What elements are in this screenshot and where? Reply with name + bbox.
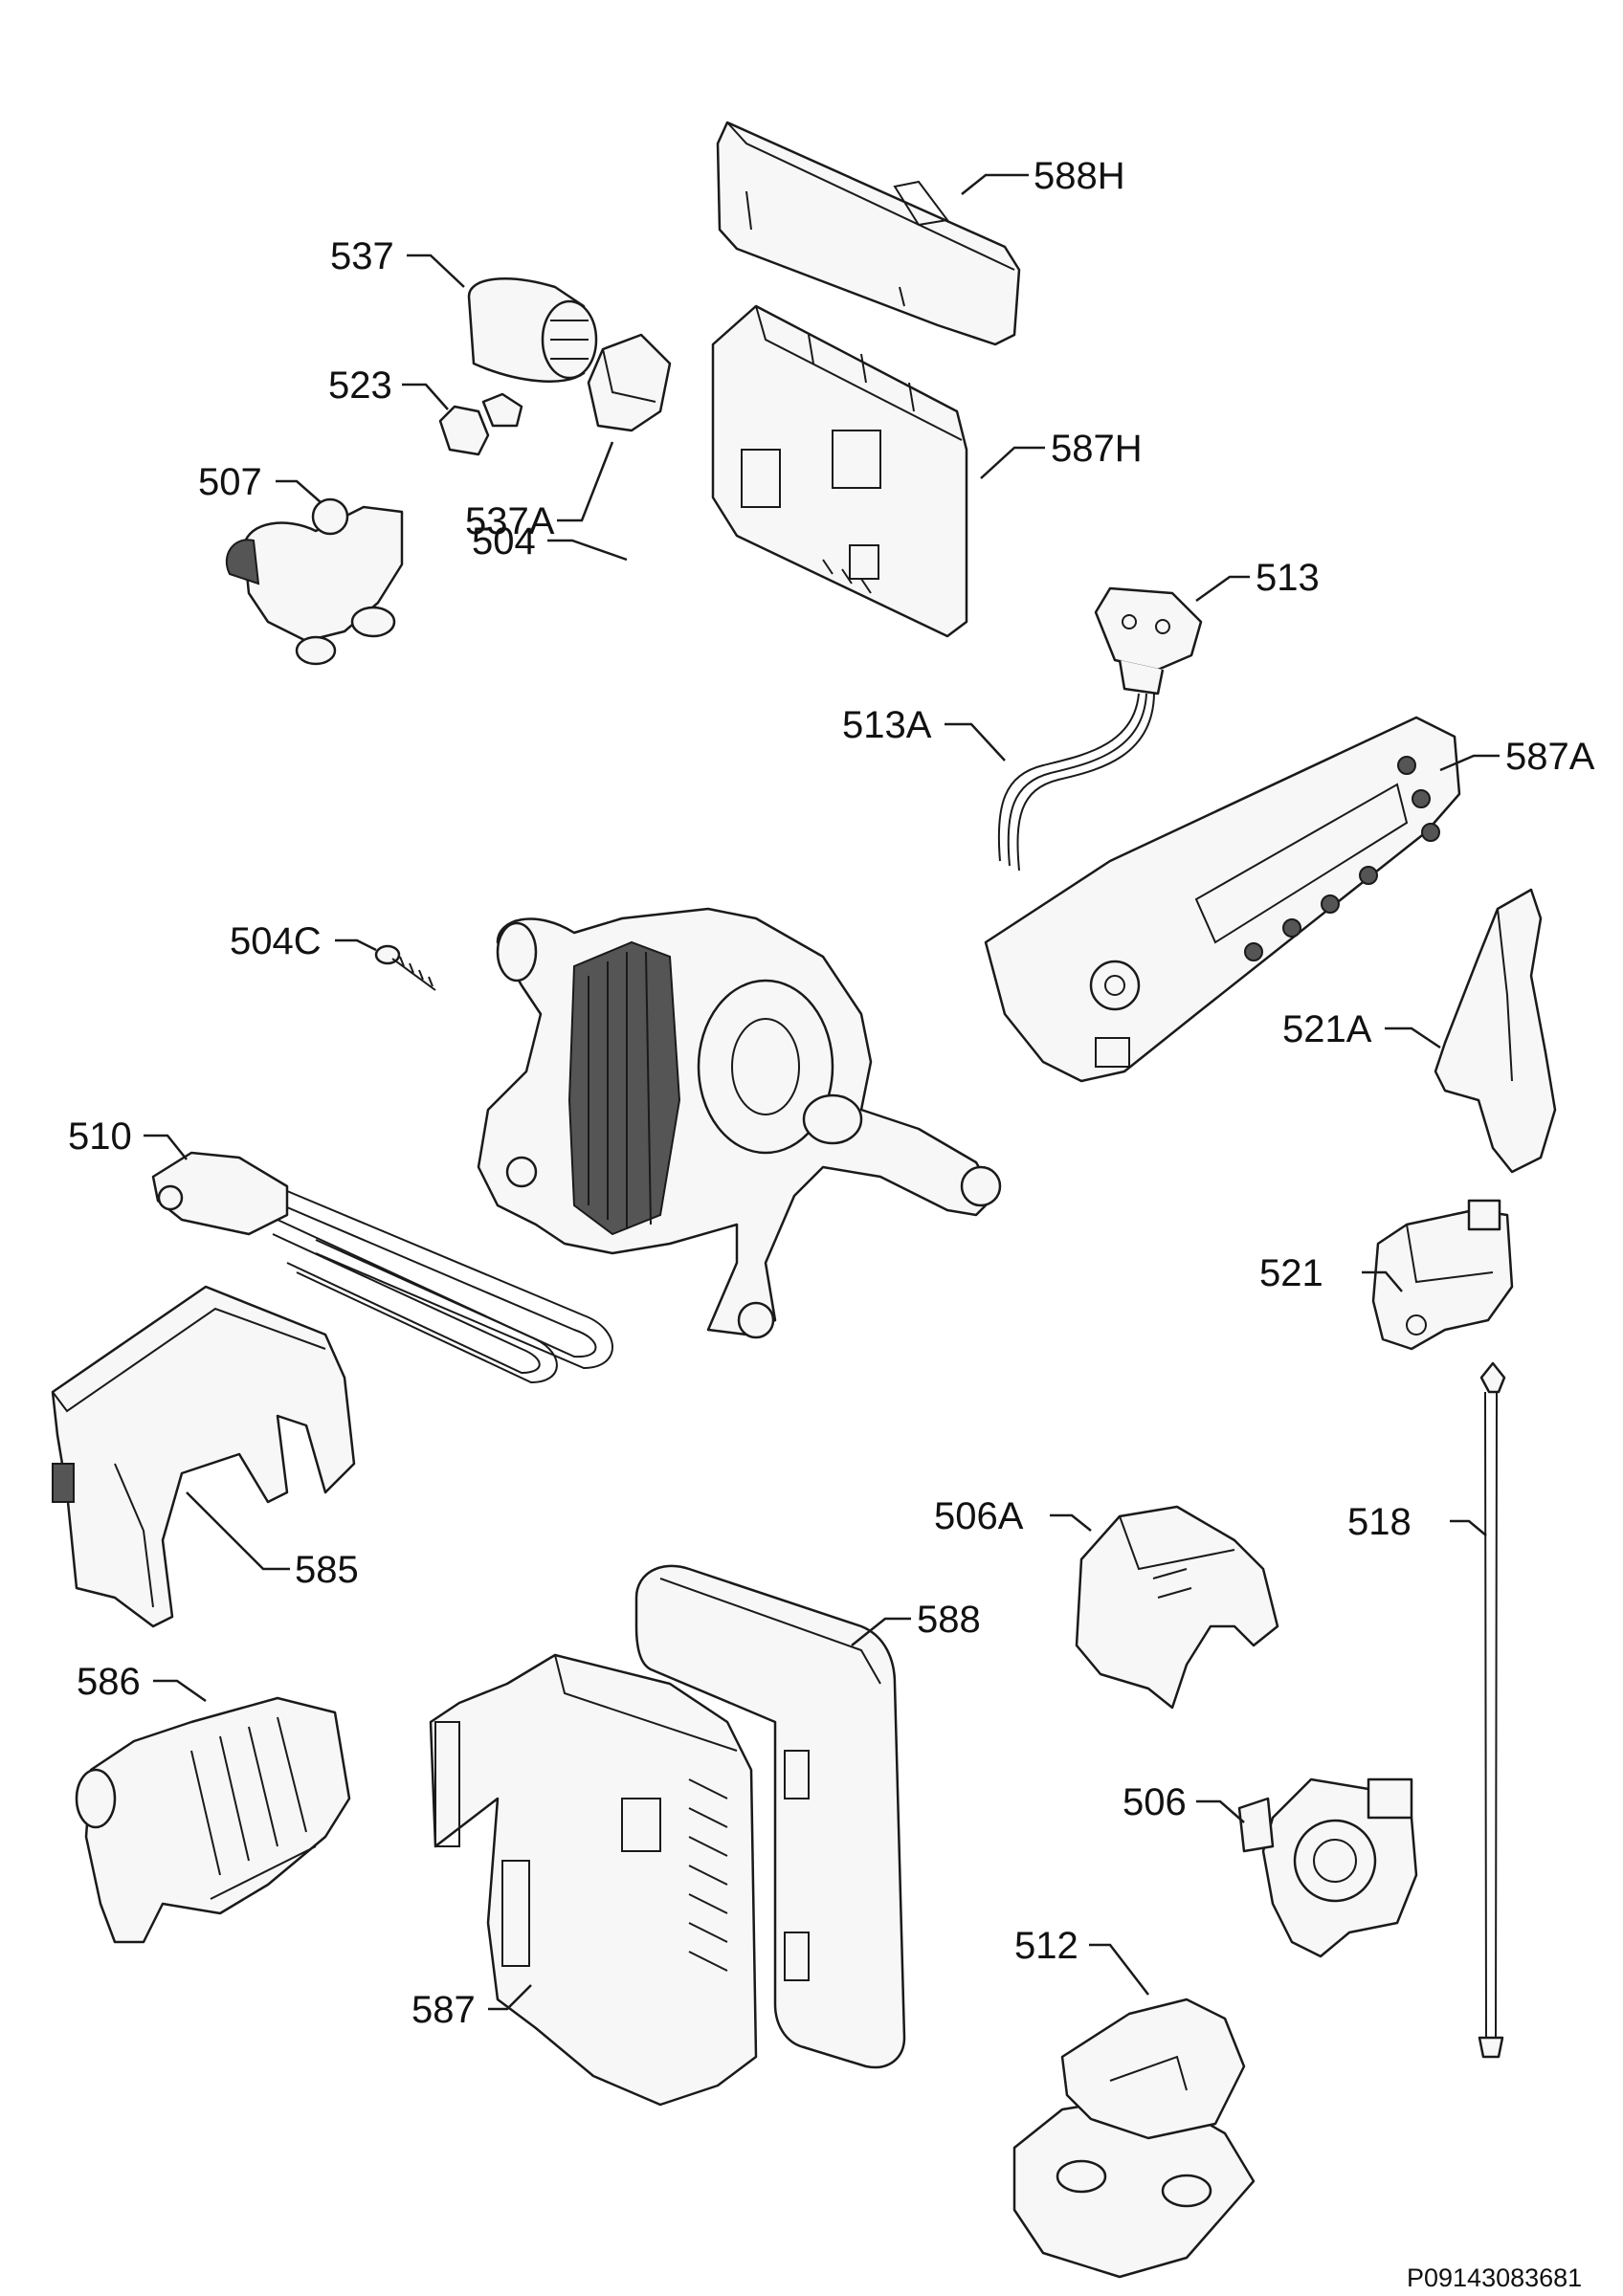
callout-labels: 588H 537 523 537A 587H 507 513 513A 587A… (68, 155, 1595, 2031)
leader-521A (1385, 1027, 1441, 1049)
leader-537 (407, 254, 465, 288)
part-588H-board-cover (716, 121, 1021, 346)
part-587A-display-board (984, 716, 1461, 1083)
part-585-cover (51, 1285, 356, 1628)
part-504C-screw (374, 944, 436, 991)
label-523: 523 (328, 364, 392, 407)
part-586-filter-module (75, 1696, 351, 1944)
leader-537A (557, 441, 614, 522)
leader-587 (488, 1984, 532, 2011)
leader-585 (186, 1491, 290, 1571)
leader-523 (402, 383, 449, 410)
leader-518 (1450, 1519, 1487, 1536)
label-507: 507 (198, 461, 262, 503)
part-587-main-board (429, 1653, 758, 2107)
leader-506 (1196, 1799, 1245, 1823)
label-513: 513 (1256, 557, 1320, 599)
label-587H: 587H (1051, 428, 1143, 470)
leader-587A (1439, 754, 1500, 772)
part-506A-pump-cover (1075, 1505, 1279, 1710)
label-512: 512 (1014, 1925, 1078, 1967)
part-510-heating-element (151, 1151, 613, 1384)
part-521-door-lock (1371, 1199, 1514, 1351)
label-587: 587 (411, 1989, 476, 2031)
leader-513 (1195, 575, 1250, 603)
part-537A-capacitor-bracket (587, 333, 672, 432)
label-537A: 537A (465, 500, 555, 542)
leader-506A (1050, 1513, 1092, 1532)
part-513A-wire (997, 693, 1155, 872)
leader-lines (144, 173, 1500, 2011)
reference-code: P09143083681 (1407, 2263, 1582, 2292)
part-587H-control-board (711, 304, 968, 638)
label-587A: 587A (1505, 736, 1595, 778)
leader-507 (276, 479, 322, 503)
label-521A: 521A (1282, 1008, 1372, 1050)
label-504C: 504C (230, 920, 322, 962)
leader-587H (980, 446, 1045, 479)
part-513-sensor (1094, 586, 1203, 695)
part-588-board-cover (634, 1564, 906, 2069)
leader-512 (1089, 1943, 1149, 1996)
part-518-rod (1478, 1361, 1506, 2059)
part-507-inlet-valve (225, 497, 404, 666)
label-506A: 506A (934, 1495, 1024, 1537)
label-537: 537 (330, 235, 394, 277)
leader-504 (547, 539, 628, 562)
leader-586 (153, 1679, 207, 1703)
label-518: 518 (1347, 1501, 1412, 1543)
label-588: 588 (917, 1599, 981, 1641)
label-513A: 513A (842, 704, 932, 746)
part-512-lock (1012, 1998, 1256, 2279)
part-521A-bracket (1434, 888, 1557, 1174)
label-504: 504 (472, 520, 536, 563)
label-588H: 588H (1034, 155, 1125, 197)
part-537-capacitor (467, 277, 598, 383)
part-506-drain-pump (1237, 1777, 1418, 1958)
leader-513A (945, 722, 1006, 762)
label-510: 510 (68, 1115, 132, 1158)
part-523-clip (438, 392, 523, 456)
label-586: 586 (77, 1661, 141, 1703)
label-521: 521 (1259, 1252, 1323, 1294)
leader-510 (144, 1134, 188, 1160)
leader-588H (961, 173, 1029, 195)
part-504-motor (477, 907, 1002, 1339)
leader-521 (1362, 1270, 1403, 1292)
label-585: 585 (295, 1549, 359, 1591)
leader-588 (851, 1617, 911, 1646)
leader-504C (335, 938, 377, 952)
label-506: 506 (1123, 1781, 1187, 1823)
